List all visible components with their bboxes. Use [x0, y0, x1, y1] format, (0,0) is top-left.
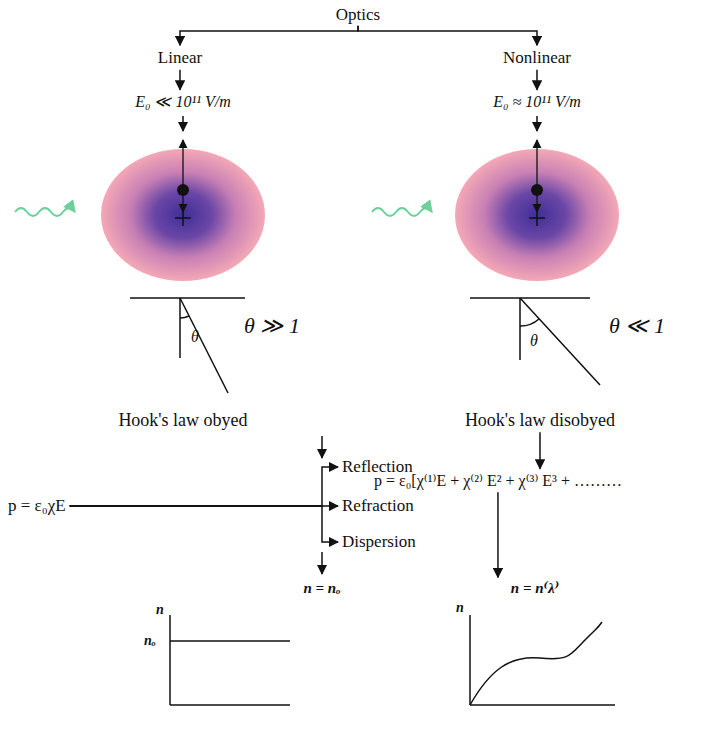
law-statement: Hook's law disobyed: [463, 409, 617, 432]
angle-symbol: θ: [530, 332, 538, 350]
flow-arrow: [539, 432, 541, 468]
angle-condition: θ ≫ 1: [244, 314, 300, 338]
index-plot-linear: [170, 615, 290, 705]
angle-symbol: θ: [191, 328, 199, 346]
node-text: n = nₒ: [303, 580, 340, 597]
flow-arrow: [70, 467, 338, 506]
node-text: Optics: [336, 5, 380, 25]
node-text: Linear: [158, 48, 202, 68]
axis-label: nₒ: [144, 633, 156, 648]
angle-figure-nonlinear: [470, 298, 600, 385]
field-condition: E₀ ≈ 10¹¹ V/m: [491, 92, 582, 112]
flow-arrow: [536, 70, 538, 90]
effect-item: Dispersion: [340, 531, 418, 553]
flow-arrow: [497, 492, 499, 577]
atom-nonlinear: [372, 116, 619, 281]
node-text: Hook's law obyed: [118, 410, 247, 431]
node-text: Nonlinear: [503, 48, 571, 68]
axis-label: n: [156, 602, 164, 617]
flow-arrow: [358, 26, 537, 45]
index-formula: n = n⁽λ⁾: [509, 579, 561, 598]
polarization-series: p = ε₀[χ⁽¹⁾E + χ⁽²⁾ E² + χ⁽³⁾ E³ + ………: [372, 471, 624, 491]
axis-label: n: [456, 600, 464, 615]
node-text: Refraction: [342, 496, 414, 516]
node-text: p = ε₀[χ⁽¹⁾E + χ⁽²⁾ E² + χ⁽³⁾ E³ + ………: [374, 472, 622, 490]
polarization-formula: p = ε₀χE: [6, 495, 68, 517]
node-text: Dispersion: [342, 532, 416, 552]
node-text: E₀ ≪ 10¹¹ V/m: [135, 93, 231, 111]
effect-item: Refraction: [340, 495, 416, 517]
flow-arrow: [180, 26, 358, 45]
node-text: Hook's law disobyed: [465, 410, 615, 431]
flow-arrow: [70, 506, 338, 542]
angle-condition: θ ≪ 1: [609, 314, 665, 338]
branch-heading: Linear: [156, 47, 204, 69]
branch-heading: Nonlinear: [501, 47, 573, 69]
index-formula: n = nₒ: [301, 579, 342, 598]
root-heading: Optics: [334, 4, 382, 26]
index-plot-nonlinear: [470, 615, 615, 705]
node-text: E₀ ≈ 10¹¹ V/m: [493, 93, 580, 111]
angle-figure-linear: [130, 298, 245, 393]
flow-arrow: [179, 70, 181, 90]
node-text: n = n⁽λ⁾: [511, 580, 559, 597]
node-text: p = ε₀χE: [8, 496, 66, 516]
law-statement: Hook's law obyed: [116, 409, 249, 432]
atom-linear: [15, 116, 265, 281]
field-condition: E₀ ≪ 10¹¹ V/m: [133, 92, 233, 112]
